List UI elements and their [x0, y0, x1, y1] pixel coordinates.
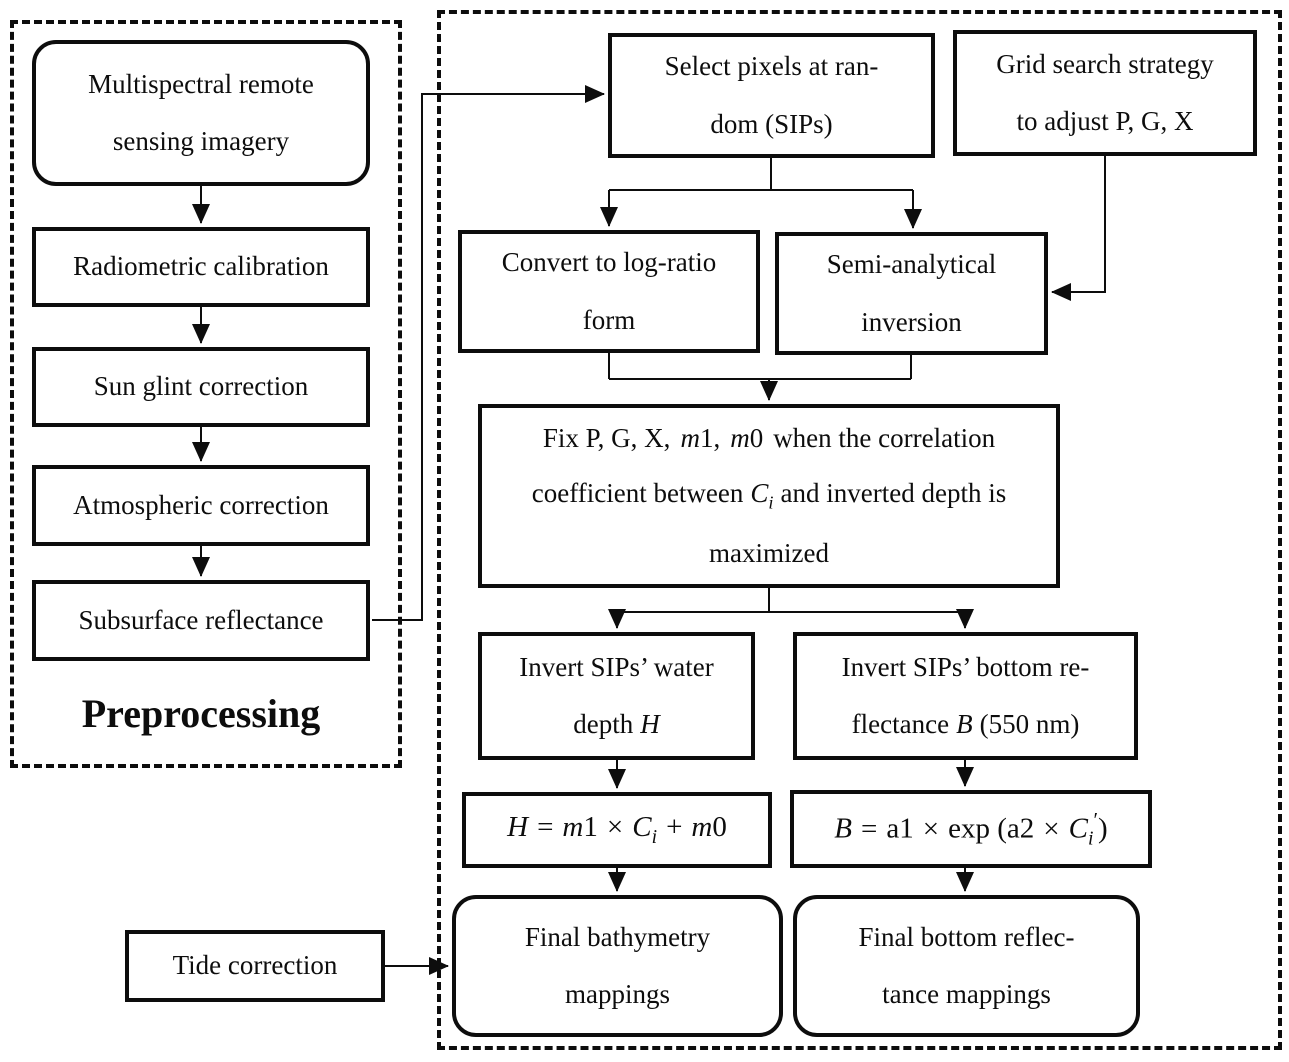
- formula-text: a2: [1006, 812, 1035, 845]
- arrow-subsurface-to-select-pixels: [372, 85, 605, 621]
- box-text-line: form: [582, 304, 636, 335]
- sun-glint-correction-box: Sun glint correction: [32, 347, 370, 427]
- subsurface-reflectance-box: Subsurface reflectance: [32, 580, 370, 661]
- var-m1: m: [562, 811, 584, 844]
- box-text-line: to adjust P, G, X: [1016, 106, 1194, 136]
- fix-text: 0: [749, 423, 764, 454]
- box-text-line: Final bathymetry: [524, 921, 711, 952]
- formula-bottom-box: B=a1×exp (a2×Ci′): [790, 790, 1152, 868]
- inversion-pipeline-panel: [437, 10, 1282, 1050]
- final-bathymetry-box: Final bathymetry mappings: [452, 895, 783, 1037]
- box-text-line: mappings: [565, 979, 670, 1009]
- times-sign: ×: [922, 812, 940, 845]
- fix-text: coefficient between: [531, 478, 744, 509]
- convert-log-ratio-box: Convert to log-ratio form: [458, 230, 760, 353]
- box-text-line: Final bottom reflec-: [858, 921, 1075, 952]
- var-h: H: [640, 709, 660, 739]
- subscript-i: i: [1087, 827, 1094, 850]
- prime-mark: ′: [1093, 807, 1099, 832]
- grid-search-box: Grid search strategy to adjust P, G, X: [953, 30, 1257, 156]
- box-text-line: Radiometric calibration: [73, 251, 329, 282]
- var-m0: m: [691, 811, 713, 844]
- formula-h: H=m1×Ci+m0: [507, 811, 727, 848]
- box-text: flectance: [851, 709, 950, 739]
- var-h: H: [507, 811, 529, 844]
- box-text-line: Invert SIPs’ water: [519, 651, 714, 682]
- var-m1: m: [680, 423, 700, 454]
- box-text-line: Semi-analytical: [826, 249, 997, 280]
- radiometric-calibration-box: Radiometric calibration: [32, 227, 370, 307]
- box-text-line: Atmospheric correction: [73, 489, 329, 520]
- times-sign: ×: [606, 811, 624, 844]
- var-c: C: [1068, 812, 1088, 845]
- plus-sign: +: [666, 811, 683, 844]
- formula-b: B=a1×exp (a2×Ci′): [834, 808, 1107, 850]
- times-sign: ×: [1043, 812, 1060, 845]
- box-text-line: sensing imagery: [112, 126, 290, 156]
- subscript-i: i: [768, 492, 774, 513]
- var-m0: m: [730, 423, 750, 454]
- box-text-line: Sun glint correction: [93, 371, 309, 402]
- atmospheric-correction-box: Atmospheric correction: [32, 465, 370, 546]
- var-c: C: [750, 478, 769, 509]
- arrow-grid-search-to-semi-analytical: [1051, 156, 1106, 301]
- box-text-line: Subsurface reflectance: [78, 604, 324, 635]
- box-text-line: Invert SIPs’ bottom re-: [841, 651, 1090, 682]
- subscript-i: i: [651, 826, 658, 849]
- box-text-line: Convert to log-ratio: [501, 247, 717, 278]
- equals-sign: =: [537, 811, 554, 844]
- tide-correction-box: Tide correction: [125, 930, 385, 1002]
- box-text-line: inversion: [861, 306, 962, 337]
- box-text: (550 nm): [979, 709, 1080, 739]
- fix-text: Fix P, G, X,: [542, 423, 671, 454]
- box-text-line: dom (SIPs): [710, 108, 833, 139]
- box-text: depth: [573, 709, 634, 739]
- box-text-line: Tide correction: [172, 950, 338, 981]
- formula-text: ): [1098, 812, 1108, 845]
- formula-text: 0: [712, 811, 727, 844]
- box-text-line: tance mappings: [882, 979, 1051, 1009]
- preprocessing-label: Preprocessing: [81, 691, 321, 736]
- box-text-line: Select pixels at ran-: [664, 51, 879, 82]
- final-bottom-reflectance-box: Final bottom reflec- tance mappings: [793, 895, 1140, 1037]
- formula-text: 1: [583, 811, 598, 844]
- box-text-line: Grid search strategy: [996, 48, 1214, 79]
- multispectral-imagery-box: Multispectral remote sensing imagery: [32, 40, 370, 186]
- select-pixels-box: Select pixels at ran- dom (SIPs): [608, 33, 935, 158]
- fix-text: when the correlation: [773, 423, 996, 454]
- preprocessing-panel: [10, 20, 402, 768]
- box-text-line: Multispectral remote: [88, 68, 314, 99]
- fix-text: and inverted depth is: [780, 478, 1007, 509]
- formula-text: exp (: [948, 812, 1007, 845]
- formula-text: a1: [886, 812, 914, 845]
- equals-sign: =: [861, 812, 878, 845]
- var-c: C: [632, 811, 652, 844]
- fix-text: 1,: [699, 423, 721, 454]
- formula-depth-box: H=m1×Ci+m0: [462, 792, 772, 868]
- var-b: B: [956, 709, 973, 739]
- fix-line3: maximized: [709, 537, 829, 568]
- semi-analytical-inversion-box: Semi-analytical inversion: [775, 232, 1048, 355]
- var-b: B: [834, 812, 853, 845]
